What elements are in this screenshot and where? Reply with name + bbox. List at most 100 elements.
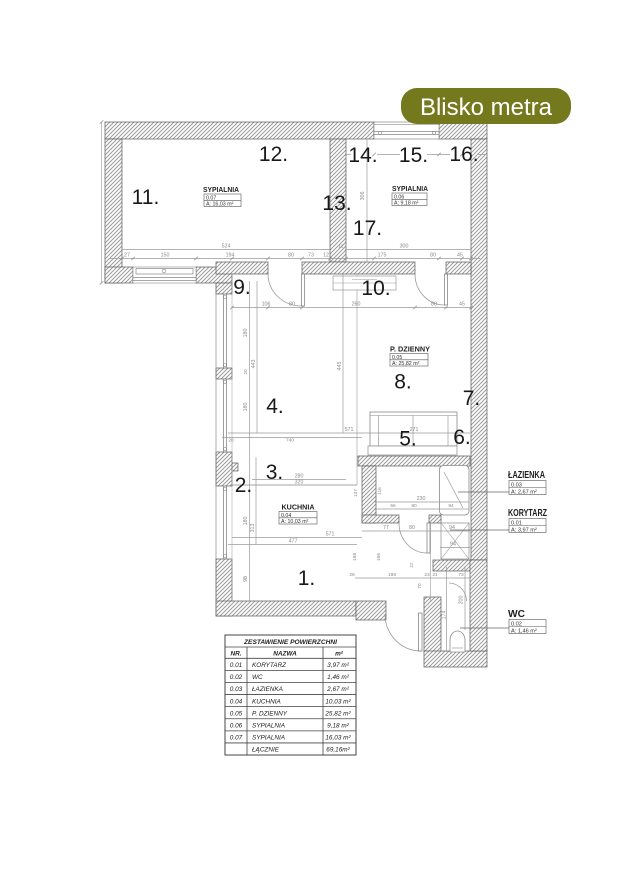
svg-text:0.06: 0.06 — [230, 722, 243, 729]
svg-text:22: 22 — [409, 562, 414, 568]
svg-text:94: 94 — [450, 542, 456, 548]
svg-text:740: 740 — [286, 438, 294, 444]
svg-text:10,03 m²: 10,03 m² — [325, 698, 351, 705]
svg-text:80: 80 — [430, 253, 436, 259]
svg-text:A: 25,82 m²: A: 25,82 m² — [392, 361, 420, 367]
svg-text:13.: 13. — [322, 192, 351, 215]
svg-text:3,97 m²: 3,97 m² — [327, 662, 350, 669]
svg-text:11.: 11. — [132, 186, 160, 209]
svg-text:180: 180 — [243, 517, 249, 526]
svg-text:0.05: 0.05 — [230, 710, 243, 717]
svg-text:45: 45 — [459, 302, 465, 308]
svg-text:P. DZIENNY: P. DZIENNY — [390, 345, 430, 354]
svg-text:524: 524 — [222, 244, 231, 250]
svg-text:80: 80 — [288, 253, 294, 259]
svg-text:4.: 4. — [266, 395, 284, 418]
svg-text:A: 9,18 m²: A: 9,18 m² — [394, 201, 419, 207]
svg-text:0.06: 0.06 — [394, 194, 404, 200]
svg-text:27: 27 — [124, 253, 130, 259]
svg-text:45: 45 — [457, 253, 463, 259]
svg-text:3.: 3. — [266, 461, 284, 484]
svg-text:313: 313 — [250, 524, 256, 533]
svg-text:80: 80 — [409, 525, 415, 531]
svg-text:0.01: 0.01 — [511, 520, 522, 526]
svg-text:ŁAZIENKA: ŁAZIENKA — [252, 686, 283, 693]
svg-text:0.02: 0.02 — [230, 674, 243, 681]
svg-text:20: 20 — [243, 369, 249, 375]
svg-text:Blisko metra: Blisko metra — [420, 94, 553, 121]
svg-text:NR.: NR. — [230, 651, 241, 658]
svg-text:0.07: 0.07 — [206, 195, 216, 201]
svg-text:477: 477 — [289, 539, 298, 545]
svg-text:69,16m²: 69,16m² — [326, 747, 350, 754]
svg-text:306: 306 — [360, 192, 366, 201]
svg-text:16,03 m²: 16,03 m² — [325, 735, 351, 742]
svg-text:180: 180 — [243, 403, 249, 412]
svg-text:2.: 2. — [235, 474, 253, 497]
svg-text:16.: 16. — [449, 143, 478, 166]
svg-text:73: 73 — [308, 253, 314, 259]
svg-text:NAZWA: NAZWA — [273, 651, 297, 658]
svg-text:WC: WC — [508, 609, 525, 620]
svg-text:A: 16,03 m²: A: 16,03 m² — [206, 202, 234, 208]
svg-text:198: 198 — [388, 572, 396, 578]
svg-text:9.: 9. — [233, 276, 251, 299]
svg-text:1.: 1. — [298, 567, 316, 590]
svg-text:106: 106 — [262, 302, 271, 308]
svg-text:KUCHNIA: KUCHNIA — [282, 503, 315, 512]
svg-text:A: 3,97 m²: A: 3,97 m² — [511, 527, 537, 533]
svg-text:230: 230 — [417, 496, 426, 502]
svg-text:2,67 m²: 2,67 m² — [326, 686, 350, 693]
svg-text:A: 10,03 m²: A: 10,03 m² — [281, 519, 309, 525]
svg-text:0.04: 0.04 — [230, 698, 243, 705]
svg-text:80: 80 — [431, 302, 437, 308]
svg-text:6.: 6. — [453, 426, 471, 449]
svg-text:80: 80 — [411, 503, 417, 509]
svg-text:12: 12 — [338, 244, 344, 249]
svg-text:KORYTARZ: KORYTARZ — [508, 508, 547, 519]
svg-text:94: 94 — [449, 525, 455, 531]
svg-text:10.: 10. — [361, 277, 390, 300]
svg-text:5.: 5. — [399, 428, 417, 451]
svg-text:166: 166 — [376, 553, 382, 561]
svg-text:KORYTARZ: KORYTARZ — [252, 662, 287, 669]
svg-text:180: 180 — [243, 329, 249, 338]
svg-text:0.03: 0.03 — [230, 686, 243, 693]
svg-text:1,46 m²: 1,46 m² — [327, 674, 350, 681]
svg-text:174: 174 — [442, 611, 448, 620]
svg-text:73: 73 — [458, 572, 464, 578]
svg-text:ZESTAWIENIE POWIERZCHNI: ZESTAWIENIE POWIERZCHNI — [243, 639, 337, 646]
svg-text:571: 571 — [326, 532, 335, 538]
svg-text:77: 77 — [383, 525, 389, 531]
svg-text:168: 168 — [352, 553, 358, 561]
svg-text:SYPIALNIA: SYPIALNIA — [252, 735, 285, 742]
svg-text:571: 571 — [345, 427, 354, 433]
svg-text:28: 28 — [349, 572, 355, 578]
svg-text:0.07: 0.07 — [230, 735, 243, 742]
svg-text:98: 98 — [243, 576, 249, 582]
svg-text:12: 12 — [323, 253, 329, 259]
svg-text:A: 2,67 m²: A: 2,67 m² — [511, 489, 537, 495]
svg-text:SYPIALNIA: SYPIALNIA — [203, 185, 239, 194]
svg-text:0.01: 0.01 — [230, 662, 243, 669]
svg-text:21: 21 — [432, 572, 438, 578]
svg-text:P. DZIENNY: P. DZIENNY — [252, 710, 288, 717]
svg-text:260: 260 — [352, 302, 361, 308]
svg-text:m²: m² — [335, 651, 344, 658]
svg-text:194: 194 — [226, 253, 235, 259]
svg-text:25,82 m²: 25,82 m² — [324, 710, 351, 717]
svg-text:150: 150 — [161, 253, 170, 259]
svg-text:0.03: 0.03 — [511, 482, 522, 488]
svg-text:0.05: 0.05 — [392, 355, 402, 361]
svg-text:137: 137 — [353, 489, 359, 497]
svg-text:94: 94 — [448, 503, 454, 509]
svg-text:0.04: 0.04 — [281, 513, 291, 519]
svg-text:ŁĄCZNIE: ŁĄCZNIE — [252, 747, 280, 754]
svg-text:0.02: 0.02 — [511, 621, 522, 627]
svg-text:17.: 17. — [353, 217, 382, 240]
svg-text:7.: 7. — [463, 387, 481, 410]
svg-text:320: 320 — [295, 480, 304, 486]
svg-text:WC: WC — [252, 674, 263, 681]
svg-text:300: 300 — [400, 244, 409, 250]
svg-text:14.: 14. — [348, 144, 377, 167]
